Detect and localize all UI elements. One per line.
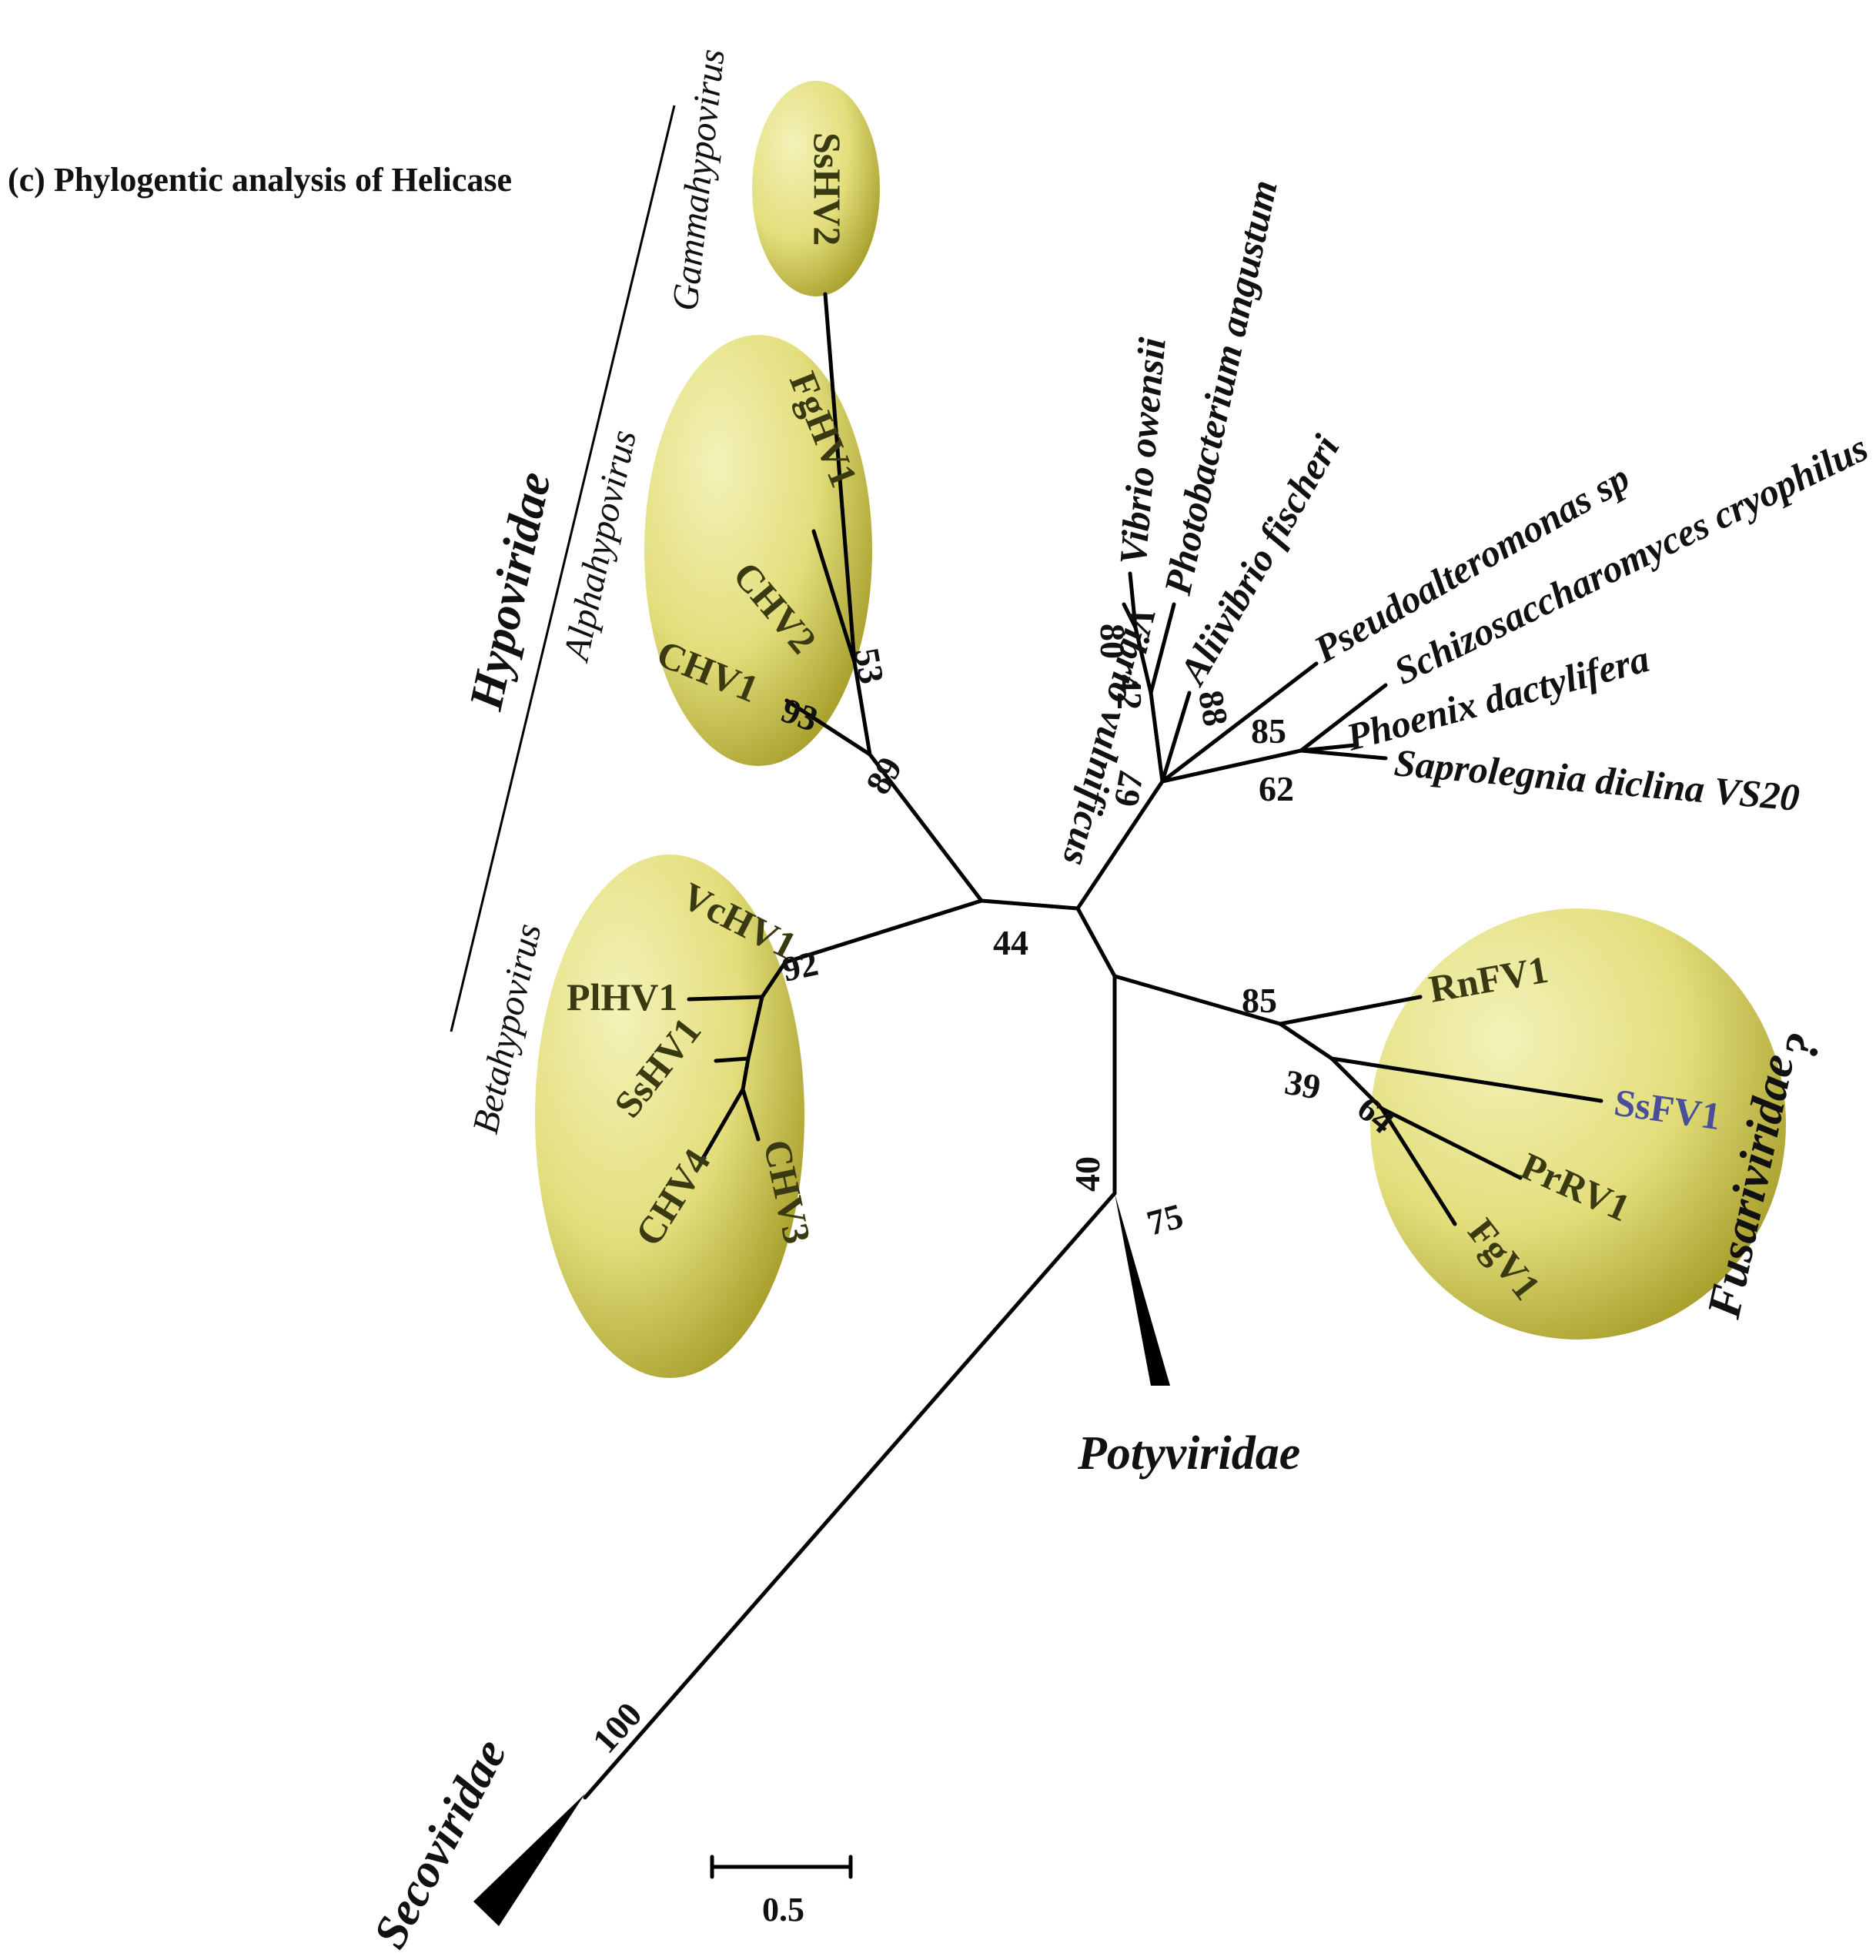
bootstrap-53: 53: [847, 645, 891, 687]
branch-bact-euk: [1160, 748, 1303, 784]
bootstrap-85-fusari: 85: [1242, 981, 1277, 1020]
bootstrap-75: 75: [1142, 1196, 1187, 1243]
branch-to-fusari-node: [1112, 974, 1282, 1026]
branch-fusari-inner: [1278, 1022, 1334, 1061]
bootstrap-80: 80: [1093, 624, 1132, 659]
branch-right-down: [1075, 906, 1117, 978]
branch-to-schizosaccharomyces: [1299, 683, 1388, 753]
branch-right-bacteria: [1075, 779, 1165, 911]
branch-center-beta: [783, 898, 984, 965]
leaf-saprolegnia: Saprolegnia diclina VS20: [1393, 741, 1801, 819]
scale-bar-label: 0.5: [762, 1891, 804, 1928]
branch-to-aliivibrio: [1160, 691, 1192, 784]
bootstrap-44: 44: [993, 923, 1028, 962]
branch-to-sshv2: [823, 292, 857, 664]
bootstrap-62: 62: [1259, 769, 1294, 808]
branch-to-sshv1: [714, 1056, 751, 1063]
scale-bar: 0.5: [710, 1855, 853, 1928]
tree-branches: [583, 292, 1603, 1800]
bootstrap-42: 42: [1110, 674, 1149, 710]
branch-fusari-inner2: [1329, 1056, 1384, 1111]
bootstrap-39: 39: [1282, 1062, 1323, 1107]
branch-to-vibrio-owensii: [1128, 571, 1138, 630]
branch-beta-node: [760, 960, 788, 999]
branch-bact-vibrio-node: [1149, 691, 1165, 784]
leaf-sshv2: SsHV2: [806, 132, 849, 246]
branch-beta-inner: [746, 995, 764, 1061]
gammahypovirus-ellipse: [752, 81, 880, 296]
bootstrap-40: 40: [1068, 1156, 1107, 1192]
branch-to-pseudoalteromonas: [1160, 661, 1319, 784]
hypoviridae-bracket-line: [450, 105, 676, 1032]
leaf-plhv1: PlHV1: [567, 975, 677, 1018]
figure-title: (c) Phylogentic analysis of Helicase: [8, 161, 512, 199]
alphahypovirus-ellipse: [644, 335, 872, 766]
secoviridae-triangle: [473, 1794, 585, 1926]
branch-to-chv4: [698, 1087, 745, 1165]
label-potyviridae: Potyviridae: [1077, 1427, 1300, 1480]
bootstrap-92: 92: [778, 943, 821, 988]
branch-to-fgv1: [1379, 1106, 1457, 1226]
branch-hypo-gamma-alpha: [852, 660, 872, 757]
branch-beta-inner2: [741, 1056, 751, 1092]
leaf-vibrio-owensii: Vibrio owensii: [1111, 336, 1174, 567]
branch-to-saprolegnia: [1299, 748, 1388, 761]
label-gammahypovirus: Gammahypovirus: [664, 47, 732, 313]
branch-to-chv3: [741, 1087, 761, 1142]
betahypovirus-ellipse: [535, 855, 804, 1378]
bootstrap-89: 89: [858, 751, 909, 801]
branch-to-secoviridae: [583, 1191, 1117, 1800]
fusariviridae-ellipse: [1370, 908, 1786, 1340]
branch-to-chv1: [784, 698, 872, 757]
label-hypoviridae: Hypoviridae: [460, 467, 561, 715]
bootstrap-67: 67: [1106, 768, 1151, 810]
bootstrap-88: 88: [1191, 687, 1236, 729]
branch-vibrio-inner: [1133, 625, 1153, 695]
branch-to-fghv1: [811, 529, 857, 664]
bootstrap-85-euk: 85: [1251, 711, 1286, 751]
label-secoviridae: Secoviridae: [363, 1731, 517, 1956]
branch-to-photobacterium: [1149, 602, 1176, 695]
bootstrap-100: 100: [585, 1694, 650, 1760]
branch-center-hypo: [868, 752, 984, 903]
potyviridae-triangle: [1115, 1193, 1170, 1386]
branch-to-ssfv1: [1329, 1056, 1603, 1103]
branch-center-right: [979, 898, 1080, 911]
branch-to-prrv1: [1379, 1106, 1523, 1180]
branch-to-rnfv1: [1278, 995, 1423, 1026]
branch-to-plhv1: [687, 995, 764, 1002]
